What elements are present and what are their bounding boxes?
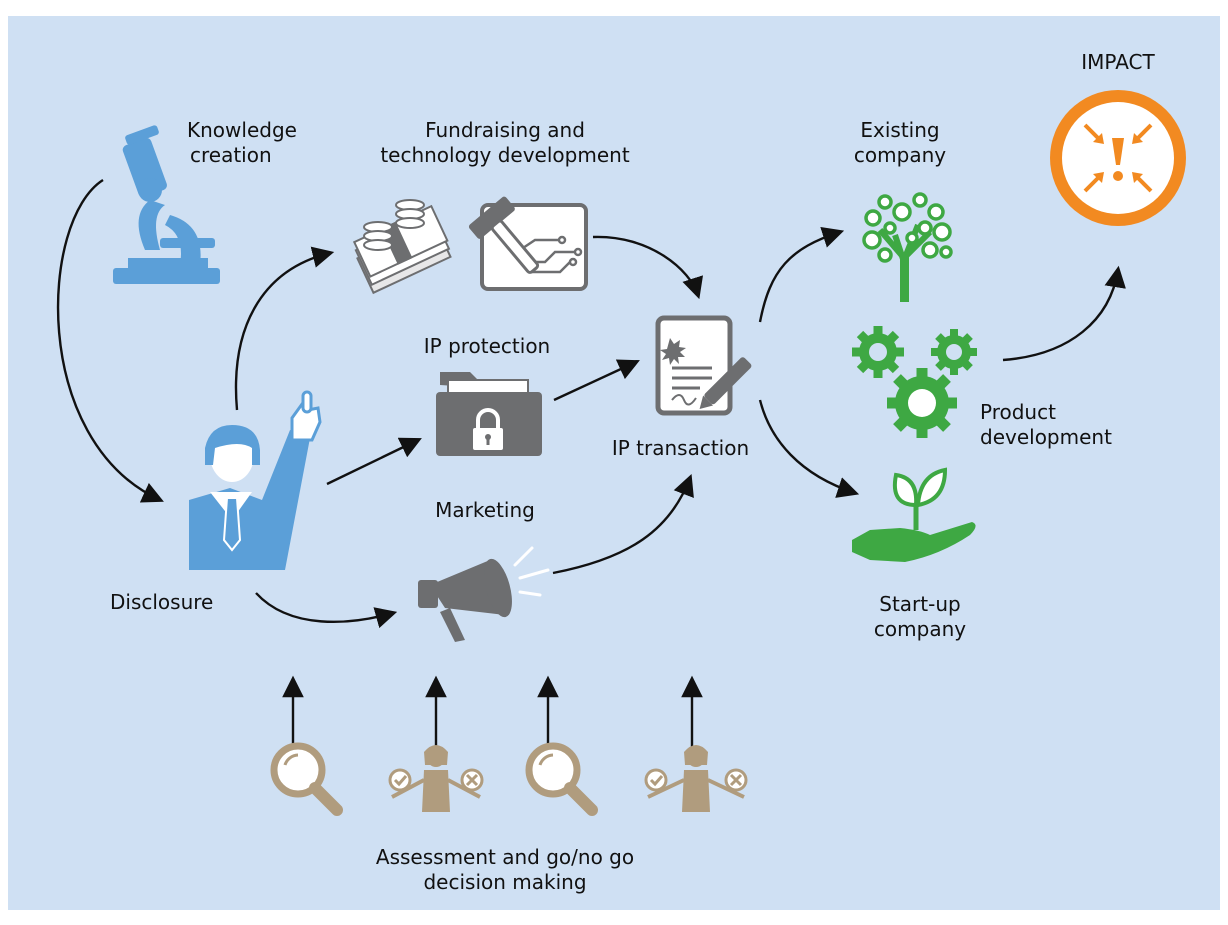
tree-icon	[862, 192, 953, 302]
label-marketing: Marketing	[435, 498, 535, 522]
hammer-circuit-icon	[468, 196, 588, 291]
signed-document-icon	[655, 315, 752, 416]
label-startup-company: Start-up company	[873, 592, 967, 641]
arrow-disclosure-to-ip-protection	[326, 437, 422, 486]
arrow-disclosure-to-fundraising	[234, 246, 335, 411]
sprout-in-hand-icon	[852, 467, 976, 562]
raised-hand-person-icon	[189, 390, 322, 570]
arrow-fundraising-to-transaction	[592, 235, 703, 300]
label-impact: IMPACT	[1081, 50, 1155, 74]
label-fundraising: Fundraising and technology development	[380, 118, 630, 167]
magnifier-icon	[525, 742, 598, 816]
label-product-development: Product development	[980, 400, 1112, 449]
money-stack-icon	[352, 199, 452, 295]
arrow-disclosure-to-marketing	[255, 592, 398, 629]
label-assessment: Assessment and go/no go decision making	[375, 845, 635, 894]
arrow-transaction-to-existing	[758, 226, 845, 323]
flow-arrows	[56, 178, 1126, 760]
label-ip-protection: IP protection	[423, 334, 551, 358]
locked-folder-icon	[436, 372, 542, 456]
arrow-transaction-to-startup	[758, 399, 860, 498]
arrow-protection-to-transaction	[553, 359, 640, 402]
label-disclosure: Disclosure	[110, 590, 214, 614]
impact-target-icon	[1050, 90, 1186, 226]
label-ip-transaction: IP transaction	[611, 436, 750, 460]
label-existing-company: Existing company	[853, 118, 947, 167]
arrow-product-to-impact	[1002, 265, 1126, 362]
decision-person-icon	[388, 745, 484, 812]
megaphone-icon	[418, 546, 550, 642]
magnifier-icon	[270, 742, 343, 816]
gears-icon	[852, 326, 977, 438]
arrow-knowledge-to-disclosure	[56, 178, 164, 503]
label-knowledge-creation: Knowledge creation	[187, 118, 297, 167]
arrow-marketing-to-transaction	[552, 473, 694, 575]
decision-person-icon	[644, 745, 748, 812]
microscope-icon	[113, 125, 220, 284]
